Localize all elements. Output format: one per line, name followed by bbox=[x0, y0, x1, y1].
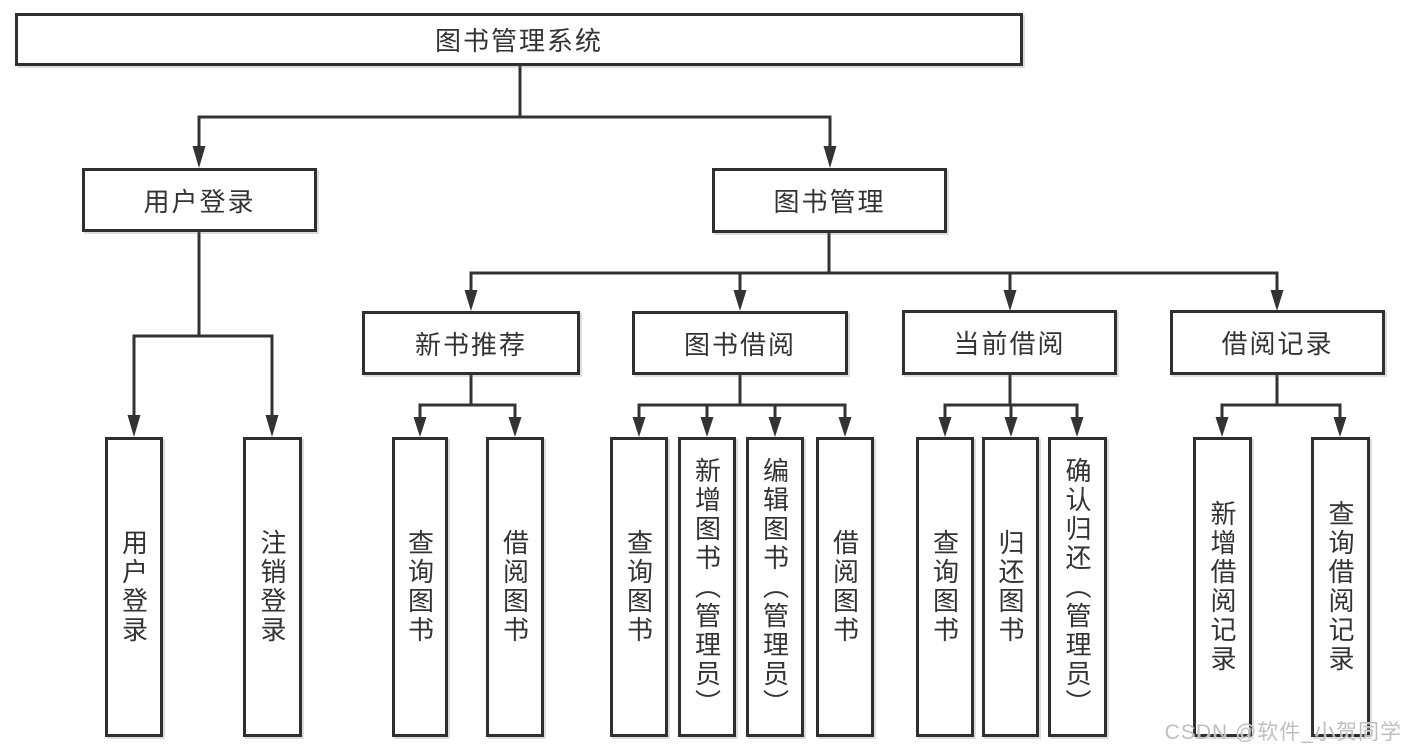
leaf-return-books: 归还图书 bbox=[982, 437, 1039, 737]
leaf-add-book-admin: 新增图书（管理员） bbox=[678, 437, 736, 737]
node-new-book-recommendation: 新书推荐 bbox=[362, 311, 580, 375]
node-user-login: 用户登录 bbox=[82, 168, 317, 232]
leaf-query-books: 查询图书 bbox=[392, 437, 448, 737]
node-current-borrowing: 当前借阅 bbox=[902, 310, 1117, 375]
leaf-query-books: 查询图书 bbox=[610, 437, 668, 737]
leaf-query-books: 查询图书 bbox=[916, 437, 974, 737]
leaf-edit-book-admin: 编辑图书（管理员） bbox=[746, 437, 804, 737]
leaf-logout: 注销登录 bbox=[243, 437, 302, 737]
leaf-add-borrow-record: 新增借阅记录 bbox=[1193, 437, 1252, 737]
watermark: CSDN @软件_小贺同学 bbox=[1164, 721, 1402, 744]
leaf-borrow-books: 借阅图书 bbox=[486, 437, 544, 737]
leaf-confirm-return-admin: 确认归还（管理员） bbox=[1048, 437, 1107, 737]
node-book-borrowing: 图书借阅 bbox=[632, 311, 848, 375]
node-book-management: 图书管理 bbox=[712, 168, 947, 233]
leaf-borrow-books: 借阅图书 bbox=[816, 437, 874, 737]
leaf-user-login: 用户登录 bbox=[105, 437, 163, 737]
node-borrowing-records: 借阅记录 bbox=[1170, 310, 1385, 375]
node-library-system: 图书管理系统 bbox=[15, 13, 1023, 66]
leaf-query-borrow-record: 查询借阅记录 bbox=[1311, 437, 1370, 737]
